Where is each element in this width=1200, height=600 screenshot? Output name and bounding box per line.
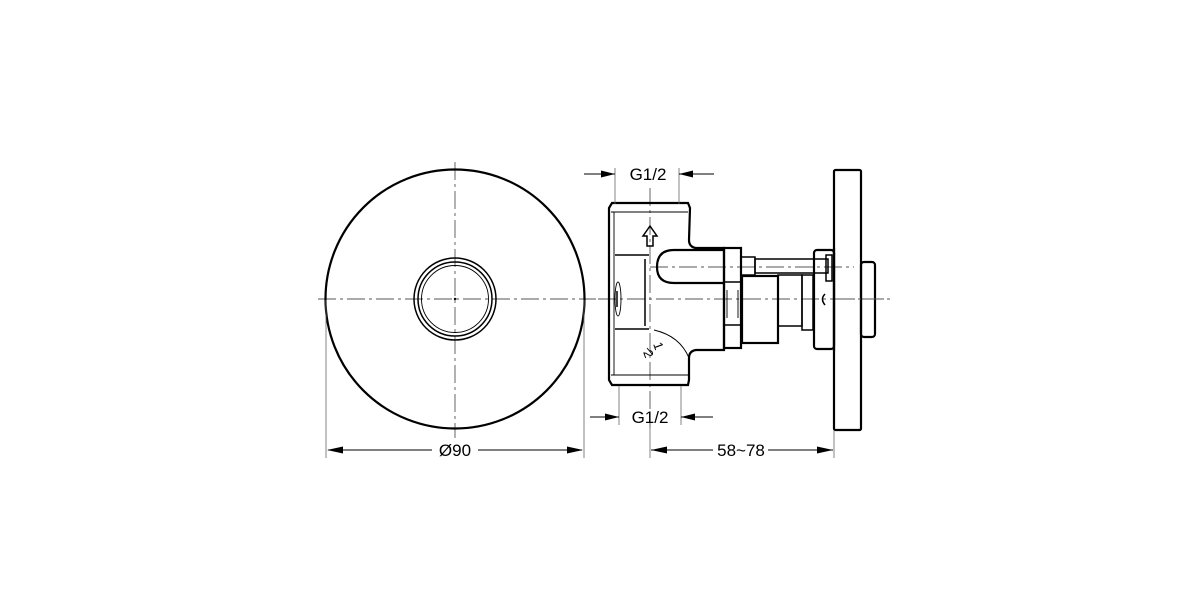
bottom-arrow-left-icon — [605, 413, 619, 421]
handle-knob — [859, 260, 877, 339]
screw-head-icon — [821, 293, 826, 306]
fraction-bar — [646, 347, 653, 355]
side-port-ellipse — [614, 281, 622, 317]
valve-body — [607, 201, 726, 387]
inlet-bottom-label: G1/2 — [632, 408, 669, 427]
cartridge-step-1 — [777, 274, 803, 327]
flow-up-arrow-icon — [641, 224, 659, 247]
rosette-outline — [324, 168, 586, 430]
fraction-denominator: 2 — [640, 348, 657, 360]
cartridge-flange — [812, 248, 836, 351]
cartridge-step-2 — [801, 274, 814, 331]
center-point — [453, 297, 457, 301]
depth-arrow-left-icon — [651, 446, 667, 454]
front-view: Ø90 — [318, 162, 596, 460]
cartridge-body — [740, 274, 780, 345]
diameter-label: Ø90 — [439, 441, 471, 460]
fraction-numerator: 1 — [650, 340, 667, 352]
spindle-ring-inner — [421, 265, 489, 333]
spindle-end-cap — [825, 254, 833, 282]
spindle-ring-outer — [413, 257, 497, 341]
depth-label: 58~78 — [717, 441, 765, 460]
spindle-collar — [740, 256, 756, 276]
spindle-rod — [754, 258, 829, 274]
rosette-plate — [832, 168, 863, 432]
spindle-housing — [655, 248, 724, 285]
depth-arrow-right-icon — [817, 446, 833, 454]
top-arrow-left-icon — [601, 170, 615, 178]
bottom-arrow-right-icon — [681, 413, 695, 421]
top-arrow-right-icon — [679, 170, 693, 178]
arrowhead-left-icon — [327, 446, 343, 454]
arrowhead-right-icon — [567, 446, 583, 454]
fraction-arc — [653, 329, 690, 359]
spindle-ring-middle — [417, 261, 493, 337]
inlet-top-label: G1/2 — [630, 165, 667, 184]
side-view: 1 2 G1/2 — [584, 165, 890, 460]
